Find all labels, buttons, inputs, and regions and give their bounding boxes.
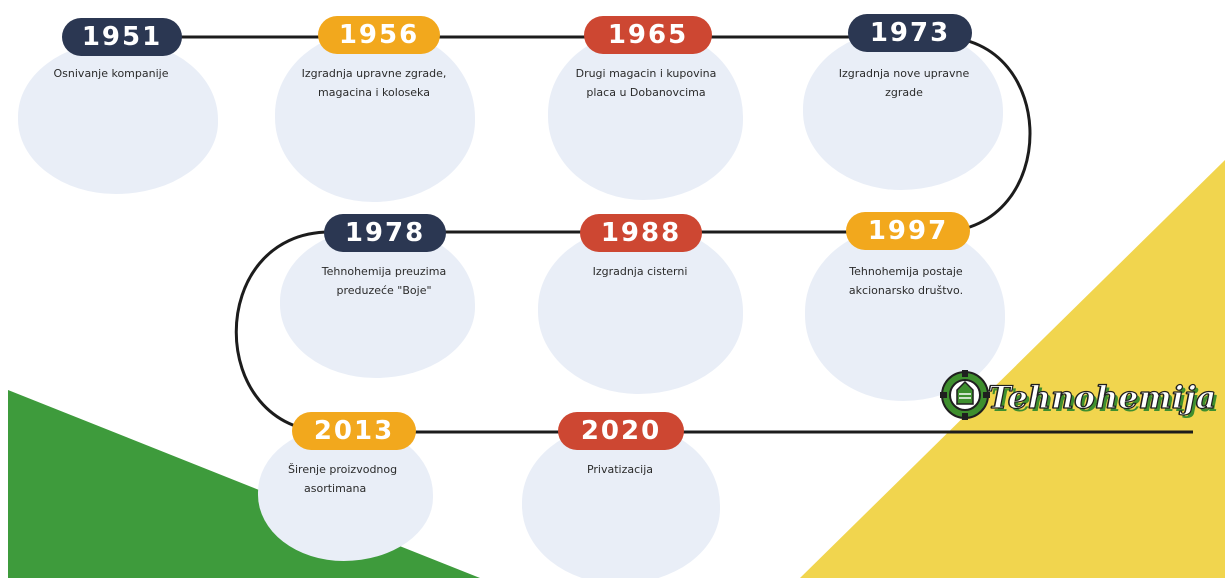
milestone-1997-line-2: akcionarsko društvo. bbox=[848, 284, 964, 297]
year-badge-1956: 1956 bbox=[318, 16, 440, 54]
year-badge-1965: 1965 bbox=[584, 16, 712, 54]
milestone-1973-line-1: Izgradnja nove upravne bbox=[838, 67, 970, 80]
year-badge-1951: 1951 bbox=[62, 18, 182, 56]
milestone-1988-line-1: Izgradnja cisterni bbox=[592, 265, 688, 278]
milestone-1978-text: Tehnohemija preuzima preduzeće "Boje" bbox=[284, 262, 484, 300]
year-badge-1988: 1988 bbox=[580, 214, 702, 252]
milestone-2013-line-1: Širenje proizvodnog bbox=[288, 463, 398, 476]
milestone-1951-bg bbox=[18, 42, 218, 194]
milestone-1997-bg bbox=[805, 226, 1005, 401]
milestone-1956-line-2: magacina i koloseka bbox=[318, 86, 430, 99]
year-badge-2020: 2020 bbox=[558, 412, 684, 450]
year-badge-1997: 1997 bbox=[846, 212, 970, 250]
milestone-1965-line-1: Drugi magacin i kupovina bbox=[575, 67, 717, 80]
year-badge-1978: 1978 bbox=[324, 214, 446, 252]
milestone-1956-bg bbox=[275, 30, 475, 202]
milestone-1956-text: Izgradnja upravne zgrade, magacina i kol… bbox=[274, 64, 474, 102]
milestone-1965-line-2: placa u Dobanovcima bbox=[586, 86, 706, 99]
yellow-banner-shape bbox=[800, 160, 1225, 578]
milestone-1973-bg bbox=[803, 30, 1003, 190]
tehnohemija-logo: Tehnohemija bbox=[940, 366, 1217, 436]
milestone-1978-bg bbox=[280, 228, 475, 378]
milestone-1951-line-1: Osnivanje kompanije bbox=[53, 67, 169, 80]
milestone-1973-text: Izgradnja nove upravne zgrade bbox=[804, 64, 1004, 102]
milestone-1997-text: Tehnohemija postaje akcionarsko društvo. bbox=[806, 262, 1006, 300]
year-badge-2013: 2013 bbox=[292, 412, 416, 450]
milestone-2020-text: Privatizacija bbox=[520, 460, 720, 479]
logo-wordmark: Tehnohemija bbox=[987, 379, 1217, 416]
milestone-2013-text: Širenje proizvodnog asortimana bbox=[288, 460, 458, 498]
milestone-1997-line-1: Tehnohemija postaje bbox=[849, 265, 963, 278]
milestone-1965-bg bbox=[548, 30, 743, 200]
milestone-1956-line-1: Izgradnja upravne zgrade, bbox=[301, 67, 447, 80]
gear-emblem-icon bbox=[940, 370, 990, 420]
milestone-1988-bg bbox=[538, 226, 743, 394]
milestone-2020-line-1: Privatizacija bbox=[586, 463, 654, 476]
milestone-2013-line-2: asortimana bbox=[304, 482, 367, 495]
milestone-1951-text: Osnivanje kompanije bbox=[16, 64, 206, 83]
milestone-1978-line-1: Tehnohemija preuzima bbox=[321, 265, 447, 278]
milestone-1973-line-2: zgrade bbox=[885, 86, 923, 99]
year-badge-1973: 1973 bbox=[848, 14, 972, 52]
milestone-1988-text: Izgradnja cisterni bbox=[540, 262, 740, 281]
milestone-1965-text: Drugi magacin i kupovina placa u Dobanov… bbox=[546, 64, 746, 102]
milestone-1978-line-2: preduzeće "Boje" bbox=[336, 284, 432, 297]
